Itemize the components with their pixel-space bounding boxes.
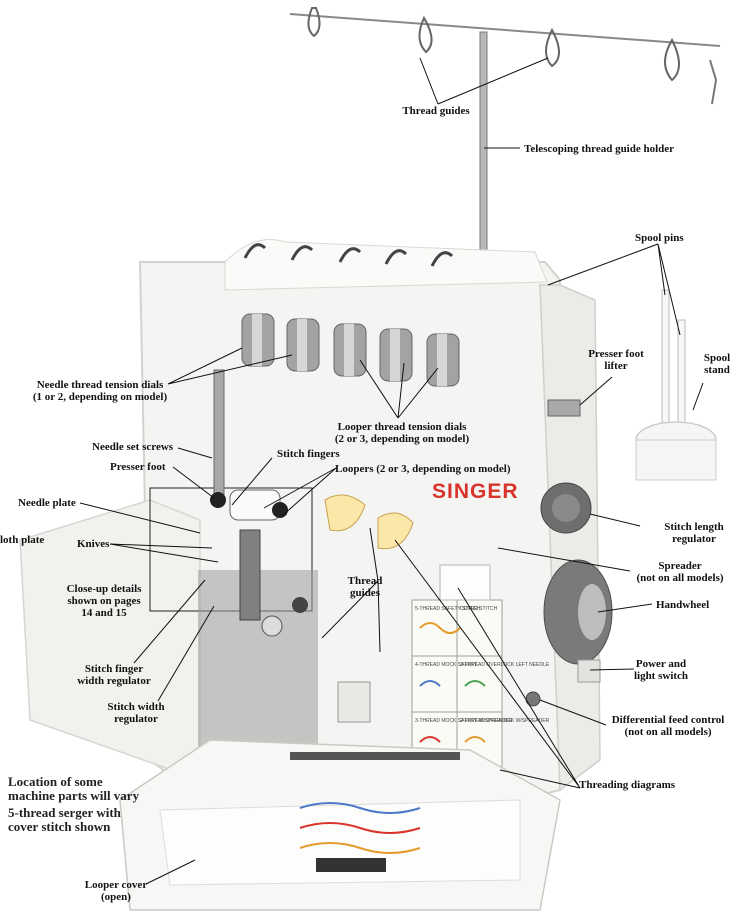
label-diff-feed: Differential feed control (not on all mo… bbox=[600, 714, 736, 738]
label-stitch-width: Stitch width regulator bbox=[96, 701, 176, 725]
thread-guide-holder bbox=[289, 7, 721, 288]
label-telescoping-holder: Telescoping thread guide holder bbox=[524, 143, 675, 155]
label-stitch-length-line2: regulator bbox=[672, 533, 716, 545]
label-stitch-length-line1: Stitch length bbox=[664, 521, 724, 533]
label-thread-guides-mid: Thread guides bbox=[340, 575, 390, 599]
model-note-line2: cover stitch shown bbox=[8, 819, 111, 834]
label-thread-guides-mid-line2: guides bbox=[350, 587, 380, 599]
handwheel-shape bbox=[543, 559, 613, 665]
presser-lifter-shape bbox=[547, 399, 581, 417]
spool-stand bbox=[635, 289, 717, 481]
label-presser-lifter-line1: Presser foot bbox=[588, 348, 644, 360]
label-diff-feed-line1: Differential feed control bbox=[611, 714, 725, 726]
label-stitch-width-line1: Stitch width bbox=[107, 701, 165, 713]
label-looper-cover-line1: Looper cover bbox=[84, 879, 148, 891]
label-spreader: Spreader (not on all models) bbox=[626, 560, 734, 584]
label-closeup-line2: shown on pages bbox=[67, 595, 141, 607]
label-diff-feed-line2: (not on all models) bbox=[624, 726, 712, 738]
label-looper-cover-line2: (open) bbox=[101, 891, 131, 903]
label-stitch-fingers: Stitch fingers bbox=[277, 448, 340, 460]
label-threading-diagrams: Threading diagrams bbox=[579, 779, 676, 791]
label-handwheel: Handwheel bbox=[656, 599, 710, 611]
label-presser-lifter-line2: lifter bbox=[604, 360, 628, 372]
label-stitch-finger-width-line2: width regulator bbox=[77, 675, 151, 687]
label-closeup-line3: 14 and 15 bbox=[81, 607, 127, 619]
label-stitch-finger-width: Stitch finger width regulator bbox=[64, 663, 164, 687]
label-spool-stand-line2: stand bbox=[704, 364, 730, 376]
label-closeup-details: Close-up details shown on pages 14 and 1… bbox=[52, 583, 156, 619]
label-needle-tension-line1: Needle thread tension dials bbox=[36, 379, 164, 391]
label-needle-tension: Needle thread tension dials (1 or 2, dep… bbox=[20, 379, 180, 403]
model-note: 5-thread serger with cover stitch shown bbox=[8, 806, 121, 834]
power-switch-shape bbox=[577, 659, 601, 683]
leader-lines bbox=[79, 57, 704, 885]
label-spool-pins: Spool pins bbox=[635, 232, 684, 244]
label-closeup-line1: Close-up details bbox=[66, 583, 142, 595]
looper-cover bbox=[119, 739, 561, 911]
label-presser-foot: Presser foot bbox=[110, 461, 166, 473]
panel-col1-1: 5-THREAD SAFETY STITCH bbox=[415, 606, 481, 612]
label-loopers: Loopers (2 or 3, depending on model) bbox=[335, 463, 511, 475]
label-power-switch-line1: Power and bbox=[635, 658, 687, 670]
label-power-switch: Power and light switch bbox=[626, 658, 696, 682]
label-spool-stand: Spool stand bbox=[697, 352, 736, 376]
brand-logo: SINGER bbox=[432, 480, 519, 503]
label-stitch-length: Stitch length regulator bbox=[652, 521, 736, 545]
label-spreader-line2: (not on all models) bbox=[636, 572, 724, 584]
threading-panel bbox=[324, 494, 503, 771]
label-thread-guides-mid-line1: Thread bbox=[347, 575, 383, 587]
label-knives: Knives bbox=[77, 538, 110, 550]
panel-col2-3: 2-THREAD OVERLOCK W/SPREADER bbox=[460, 718, 550, 724]
panel-col1-3: 3-THREAD MOCK SAFETY W/SPREADER bbox=[415, 718, 513, 724]
location-note-line2: machine parts will vary bbox=[8, 788, 140, 803]
label-looper-tension: Looper thread tension dials (2 or 3, dep… bbox=[322, 421, 482, 445]
panel-col2-1: COVER STITCH bbox=[460, 606, 498, 612]
label-cloth-plate: loth plate bbox=[0, 534, 45, 546]
location-note-line1: Location of some bbox=[8, 774, 103, 789]
label-spool-stand-line1: Spool bbox=[703, 352, 731, 364]
label-presser-lifter: Presser foot lifter bbox=[583, 348, 649, 372]
label-spreader-line1: Spreader bbox=[658, 560, 702, 572]
panel-col1-2: 4-THREAD MOCK SAFETY bbox=[415, 662, 478, 668]
label-needle-set-screws: Needle set screws bbox=[92, 441, 174, 453]
label-thread-guides-top: Thread guides bbox=[402, 105, 470, 117]
stitch-length-knob bbox=[540, 482, 592, 534]
label-looper-tension-line2: (2 or 3, depending on model) bbox=[334, 433, 470, 445]
label-stitch-width-line2: regulator bbox=[114, 713, 158, 725]
label-needle-plate: Needle plate bbox=[18, 497, 76, 509]
diff-feed-shape bbox=[525, 691, 541, 707]
label-looper-cover: Looper cover (open) bbox=[76, 879, 156, 903]
label-stitch-finger-width-line1: Stitch finger bbox=[84, 663, 144, 675]
location-note: Location of some machine parts will vary bbox=[8, 775, 139, 803]
label-power-switch-line2: light switch bbox=[633, 670, 689, 682]
model-note-line1: 5-thread serger with bbox=[8, 805, 121, 820]
label-needle-tension-line2: (1 or 2, depending on model) bbox=[32, 391, 168, 403]
label-looper-tension-line1: Looper thread tension dials bbox=[337, 421, 467, 433]
tension-dials bbox=[241, 243, 460, 387]
